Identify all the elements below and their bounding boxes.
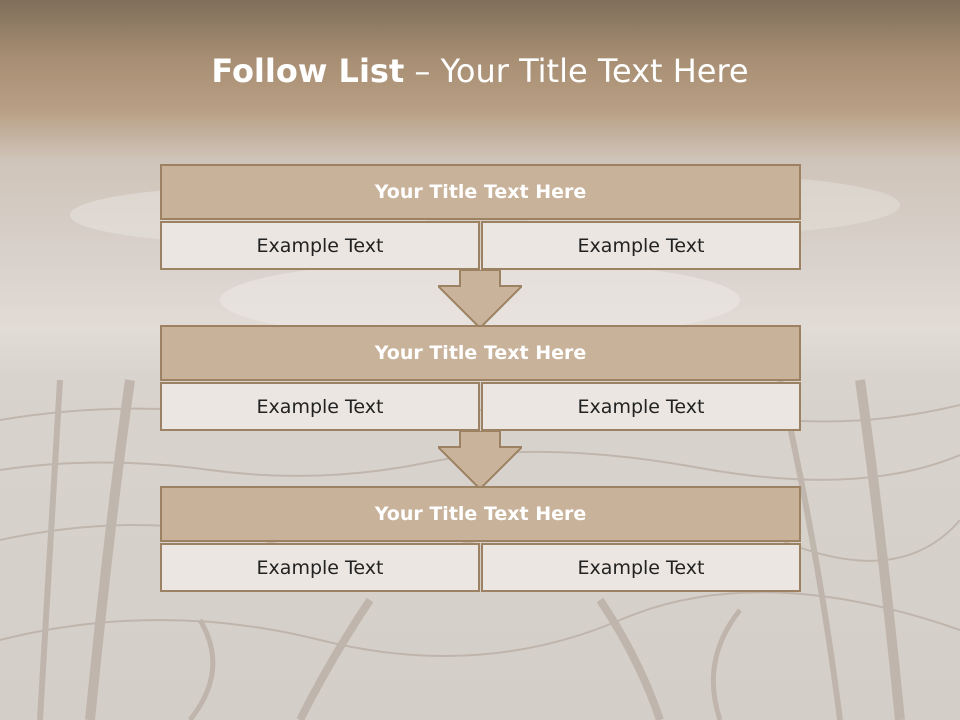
- step-block-title: Your Title Text Here: [160, 486, 801, 542]
- step-block-cell-left: Example Text: [160, 543, 480, 592]
- step-block-cell-right: Example Text: [481, 543, 801, 592]
- step-block-row: Example Text Example Text: [160, 382, 801, 431]
- slide-title-rest: – Your Title Text Here: [414, 52, 749, 90]
- step-block-row: Example Text Example Text: [160, 543, 801, 592]
- step-block-cell-left: Example Text: [160, 221, 480, 270]
- step-block-2: Your Title Text Here Example Text Exampl…: [160, 325, 801, 431]
- step-block-title: Your Title Text Here: [160, 164, 801, 220]
- step-block-row: Example Text Example Text: [160, 221, 801, 270]
- step-block-cell-left: Example Text: [160, 382, 480, 431]
- step-block-cell-right: Example Text: [481, 382, 801, 431]
- step-block-1: Your Title Text Here Example Text Exampl…: [160, 164, 801, 270]
- down-arrow-icon: [438, 431, 522, 491]
- step-block-title: Your Title Text Here: [160, 325, 801, 381]
- step-block-3: Your Title Text Here Example Text Exampl…: [160, 486, 801, 592]
- slide-title-bold: Follow List: [211, 52, 405, 90]
- step-block-cell-right: Example Text: [481, 221, 801, 270]
- slide-title: Follow List – Your Title Text Here: [0, 52, 960, 90]
- down-arrow-icon: [438, 270, 522, 330]
